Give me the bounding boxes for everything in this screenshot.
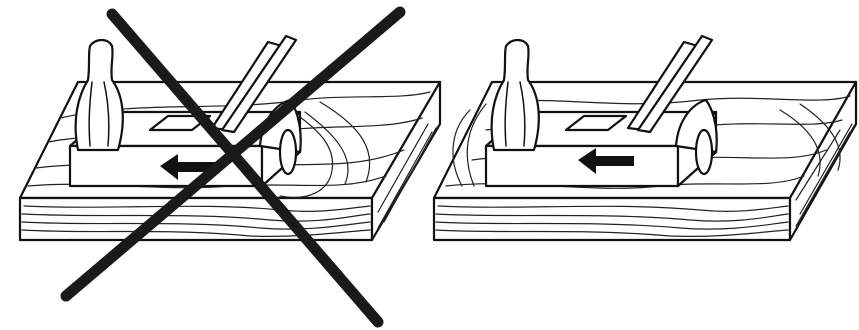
right-panel [434,36,856,240]
hand-plane-icon [70,36,301,186]
hand-plane-icon [486,36,717,186]
left-panel [20,12,440,322]
